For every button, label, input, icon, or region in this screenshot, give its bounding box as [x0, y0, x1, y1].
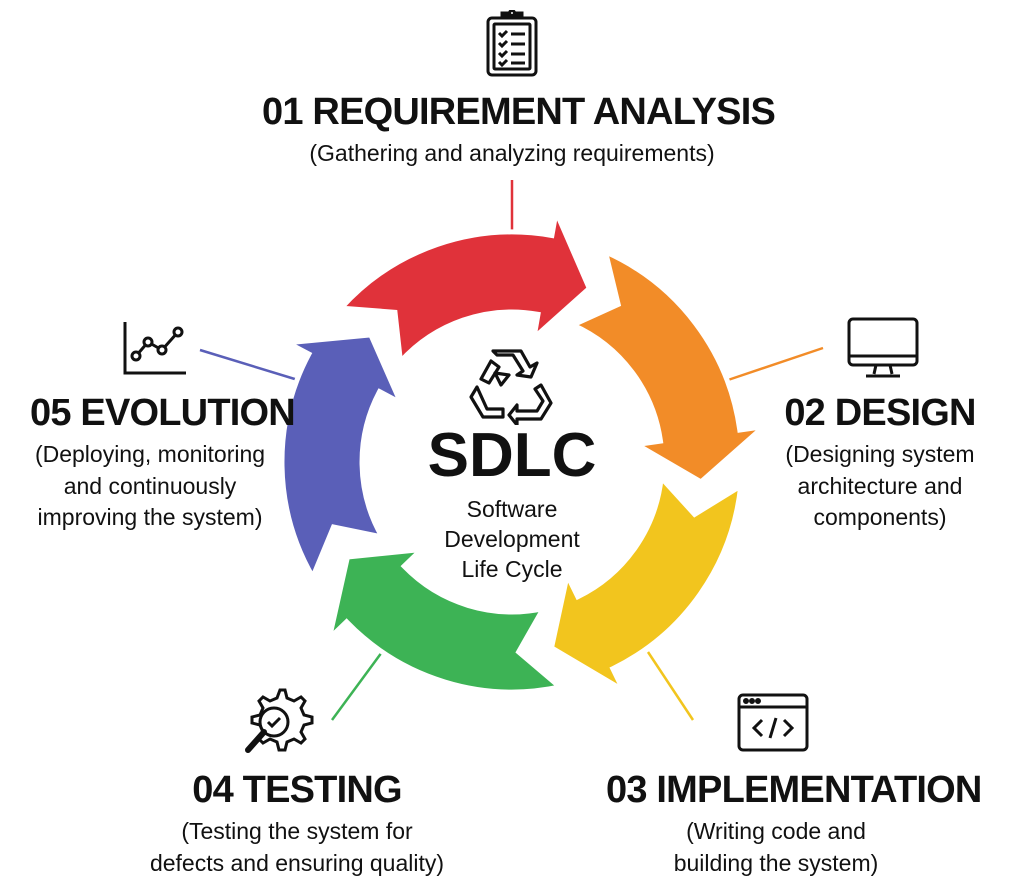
subtitle-line: Software Development [444, 496, 580, 552]
cycle-arrow-design [566, 247, 772, 485]
stage-requirement: 01 REQUIREMENT ANALYSIS (Gathering and a… [262, 91, 776, 170]
stage-title: 02 DESIGN [784, 392, 976, 434]
stage-title: 04 TESTING [192, 769, 402, 811]
cycle-arrow-implementation [548, 471, 744, 697]
line-chart-icon [123, 322, 186, 375]
description-line: and continuously [63, 472, 237, 499]
stage-title: 03 IMPLEMENTATION [606, 769, 982, 811]
connector-line-evolution [199, 348, 299, 382]
stage-description: (Designing system architecture and compo… [768, 439, 992, 534]
stage-design: 02 DESIGN (Designing system architecture… [768, 392, 992, 534]
description-line: components) [813, 504, 947, 531]
stage-evolution: 05 EVOLUTION (Deploying, monitoring and … [30, 392, 296, 534]
connector-line-implementation [646, 651, 695, 721]
description-line: (Gathering and analyzing requirements) [309, 139, 715, 166]
stage-description: (Testing the system for defects and ensu… [130, 816, 464, 879]
recycle-icon [469, 349, 553, 425]
connector-line-testing [330, 651, 384, 721]
stage-title: 05 EVOLUTION [30, 392, 296, 434]
connector-line-design [727, 346, 824, 382]
description-line: (Designing system [785, 440, 975, 467]
stage-description: (Gathering and analyzing requirements) [262, 138, 762, 170]
stage-implementation: 03 IMPLEMENTATION (Writing code and buil… [606, 769, 982, 879]
description-line: (Writing code and [686, 817, 866, 844]
stage-description: (Deploying, monitoring and continuously … [30, 439, 270, 534]
description-line: building the system) [673, 849, 879, 876]
cycle-arrow-requirement [335, 203, 593, 368]
cycle-arrow-testing [325, 546, 566, 695]
description-line: architecture and [797, 472, 963, 499]
description-line: defects and ensuring quality) [149, 849, 445, 876]
monitor-icon [847, 317, 919, 378]
description-line: improving the system) [37, 504, 263, 531]
sdlc-subtitle: Software Development Life Cycle [400, 495, 624, 585]
stage-title: 01 REQUIREMENT ANALYSIS [262, 91, 776, 133]
gear-magnifier-check-icon [245, 688, 314, 753]
stage-description: (Writing code and building the system) [606, 816, 946, 879]
description-line: (Deploying, monitoring [34, 440, 266, 467]
sdlc-title: SDLC [427, 421, 597, 490]
code-window-icon [737, 693, 809, 752]
cycle-arrow-evolution [279, 332, 406, 583]
subtitle-line: Life Cycle [461, 555, 563, 582]
description-line: (Testing the system for [181, 817, 413, 844]
clipboard-checklist-icon [486, 10, 538, 77]
stage-testing: 04 TESTING (Testing the system for defec… [130, 769, 464, 879]
center-block: SDLC Software Development Life Cycle [400, 345, 624, 585]
